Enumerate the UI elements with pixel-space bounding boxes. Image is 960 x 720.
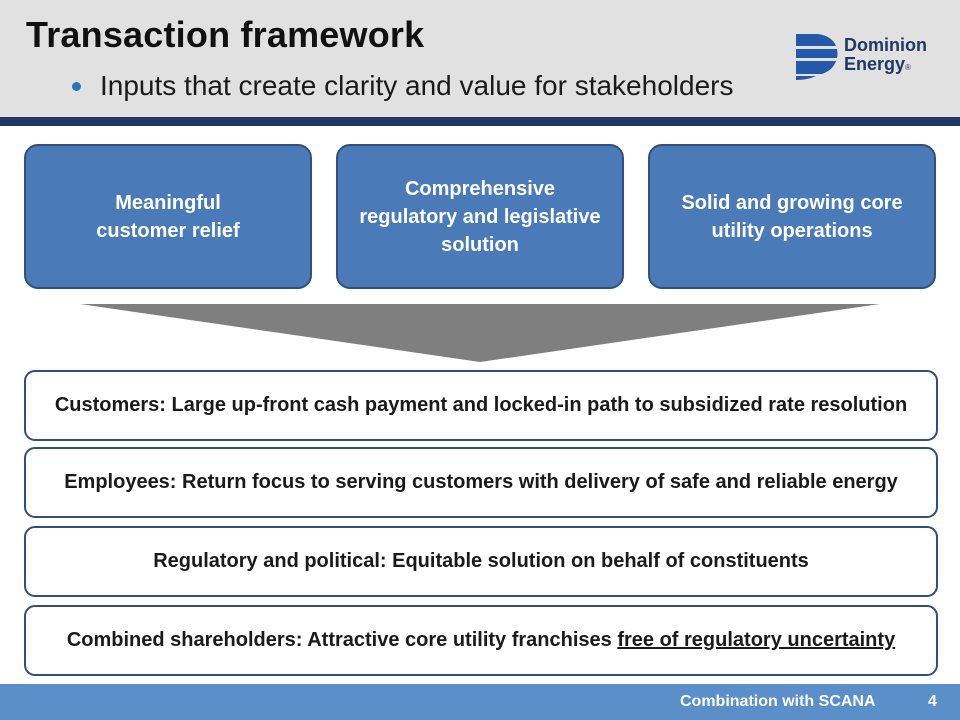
input-box-line: customer relief	[96, 219, 240, 242]
slide-subtitle: Inputs that create clarity and value for…	[100, 70, 734, 101]
logo-line-1: Dominion	[844, 35, 927, 55]
bullet-icon	[72, 82, 81, 91]
stakeholder-text-underlined: free of regulatory uncertainty	[617, 629, 896, 651]
dominion-energy-logo-icon	[796, 34, 838, 80]
page-number: 4	[928, 693, 937, 710]
stakeholder-text: Regulatory and political: Equitable solu…	[153, 550, 809, 572]
input-box-core-operations: Solid and growing core utility operation…	[648, 144, 936, 289]
input-box-customer-relief: Meaningful customer relief	[24, 144, 312, 289]
logo-wordmark: Dominion Energy®	[844, 36, 927, 74]
stakeholder-text-wrap: Combined shareholders: Attractive core u…	[67, 629, 895, 652]
slide-footer: Combination with SCANA 4	[0, 684, 960, 720]
input-box-line: regulatory and legislative	[359, 205, 601, 228]
stakeholder-row-customers: Customers: Large up-front cash payment a…	[24, 370, 938, 441]
input-box-line: utility operations	[711, 219, 873, 242]
header-divider	[0, 117, 960, 126]
funnel-arrow-shape	[80, 304, 880, 362]
logo-line-2: Energy	[844, 54, 906, 74]
stakeholder-row-shareholders: Combined shareholders: Attractive core u…	[24, 605, 938, 676]
input-box-line: Solid and growing core	[681, 191, 903, 214]
input-box-regulatory-solution: Comprehensive regulatory and legislative…	[336, 144, 624, 289]
footer-label: Combination with SCANA	[680, 693, 876, 710]
input-box-line: Meaningful	[115, 191, 221, 214]
stakeholder-row-regulatory: Regulatory and political: Equitable solu…	[24, 526, 938, 597]
registered-mark: ®	[905, 63, 911, 72]
input-box-line: Comprehensive	[404, 177, 556, 200]
slide-header	[0, 0, 960, 117]
stakeholder-text: Customers: Large up-front cash payment a…	[54, 394, 908, 416]
input-box-line: solution	[441, 233, 519, 256]
company-logo: Dominion Energy®	[792, 30, 942, 86]
stakeholder-row-employees: Employees: Return focus to serving custo…	[24, 447, 938, 518]
stakeholder-text: Employees: Return focus to serving custo…	[64, 471, 898, 493]
logo-line-2-wrap: Energy®	[844, 55, 927, 74]
stakeholder-text: Combined shareholders: Attractive core u…	[66, 629, 618, 651]
slide-title: Transaction framework	[26, 14, 425, 55]
